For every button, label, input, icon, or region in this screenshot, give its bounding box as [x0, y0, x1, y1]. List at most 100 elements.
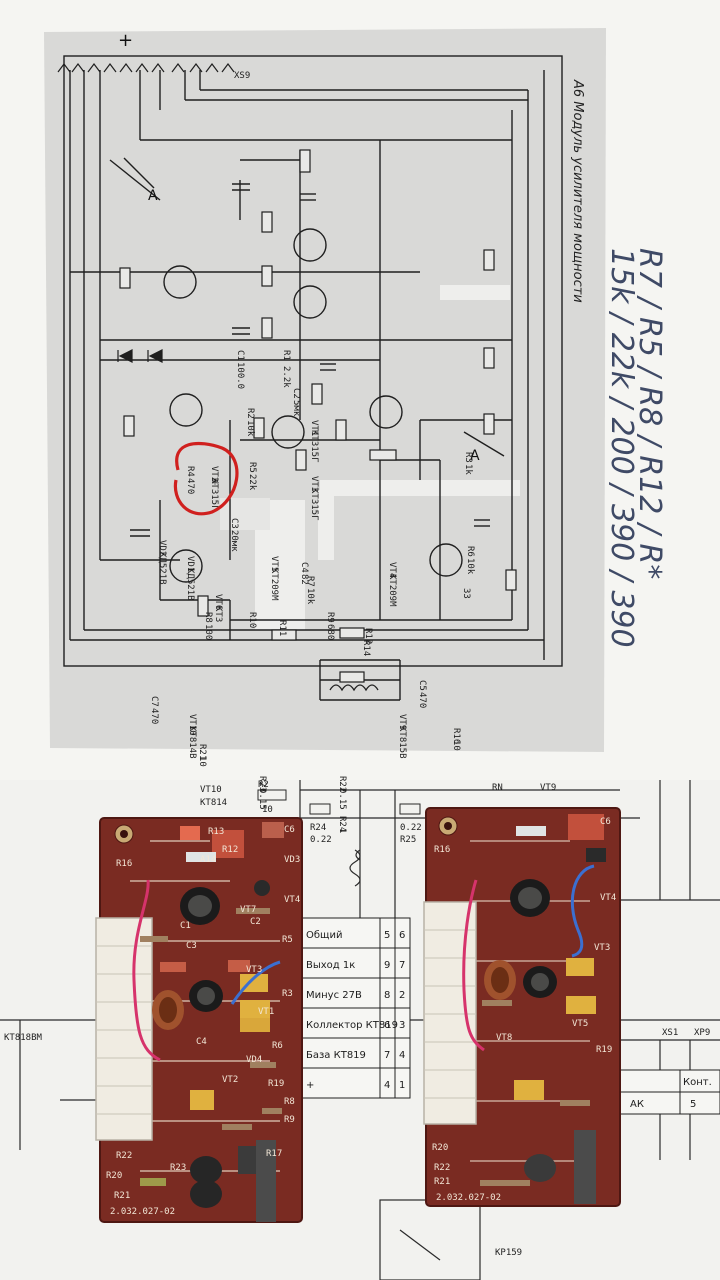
plus-sign: +: [118, 30, 133, 51]
pcb-left-ref-vt7: VT7: [240, 905, 256, 915]
label-vt4: VT4: [387, 562, 397, 578]
back-label-r25-value: 0.22: [400, 823, 422, 833]
table-row-5-pin-b: 4: [399, 1050, 405, 1061]
label-vt9-type: КТ815В: [397, 726, 407, 759]
label-c7-value: 470: [149, 708, 159, 724]
resistors: [119, 149, 517, 683]
transistor-vt10: [169, 549, 203, 583]
label-vt1: VT1: [309, 420, 319, 436]
table-row-3-label: Минус 27В: [306, 990, 362, 1001]
pcb-left-blue-wire: [230, 960, 281, 1005]
label-r8-value: 100: [203, 624, 213, 640]
pcb-left: R16 R12 A14 VD3 C6 R13 VT7 VT4 C2 R5 C1 …: [95, 817, 303, 1223]
pcb-left-ref-r16: R16: [116, 859, 132, 869]
label-r5: R5: [247, 462, 257, 473]
label-c3-value: 20мк: [229, 530, 239, 552]
table-row-3-pin-b: 2: [399, 990, 405, 1001]
pcb-right-blue-wire: [570, 864, 595, 958]
label-r9-value: 680: [325, 624, 335, 640]
label-r2-value: 10k: [245, 420, 255, 437]
label-r24: R24: [337, 816, 347, 832]
connector-value: 5: [690, 1099, 696, 1110]
label-r23-value: 0.15: [257, 788, 267, 810]
pinout-table: Общий 5 6 Выход 1к 9 7 Минус 27В 8 2 Кол…: [299, 917, 411, 1099]
label-r16-value: 10: [451, 740, 461, 751]
adjust-mark-2: A: [470, 448, 480, 464]
label-r6: R6: [465, 546, 475, 557]
label-r3-value: 1k: [463, 464, 473, 475]
label-c2-value: 5мк: [291, 400, 301, 417]
label-r13: 33: [461, 588, 471, 599]
label-r6-value: 10k: [465, 558, 475, 575]
label-c5: C5: [417, 680, 427, 691]
pcb-right-red-wire: [462, 879, 485, 1052]
back-label-rn: RN: [492, 783, 503, 793]
label-vd1: VD1: [185, 556, 195, 572]
pcb-left-ref-c3: C3: [186, 941, 197, 951]
back-label-xs1: XS1: [662, 1028, 678, 1038]
table-row-4-pin-a: 6: [384, 1020, 390, 1031]
pcb-right-connector: [423, 901, 477, 1125]
pcb-left-ref-r9: R9: [284, 1115, 295, 1125]
back-label-kt814: КТ814: [200, 798, 227, 808]
pcb-left-ref-vd4: VD4: [246, 1055, 262, 1065]
pcb-right-ref-r20: R20: [432, 1143, 448, 1153]
table-row-1-label: Общий: [306, 930, 342, 941]
transistors: [163, 228, 463, 583]
label-vt10: VT10: [187, 714, 197, 736]
pcb-left-red-wire: [132, 879, 161, 1062]
label-vt5: VT5: [269, 556, 279, 572]
pcb-left-ref-r13: R13: [208, 827, 224, 837]
note-line-parts: R7 / R5 / R8 / R12 / R*: [632, 248, 667, 579]
back-label-r2-value: 10: [262, 805, 273, 815]
label-vt1-type: КТ315Г: [309, 430, 319, 463]
transistor-vt1: [293, 228, 327, 262]
table-row-4-pin-b: 3: [399, 1020, 405, 1031]
pcb-left-part-number: 2.032.027-02: [110, 1207, 175, 1217]
pcb-left-ref-r8: R8: [284, 1097, 295, 1107]
back-label-vt9: VT9: [540, 783, 556, 793]
connector-ak: АК: [630, 1099, 644, 1110]
label-c3: C3: [229, 518, 239, 529]
pcb-right-part-number: 2.032.027-02: [436, 1193, 501, 1203]
label-vt3-type: КТ315Г: [309, 488, 319, 521]
pcb-right-ref-vt4: VT4: [600, 893, 616, 903]
pcb-right: R16 C6 VT4 VT3 VT5 VT8 R19 R20 R22 R21 2…: [423, 807, 621, 1207]
label-r9: R9: [325, 612, 335, 623]
label-vt5-type: КТ209М: [269, 568, 279, 601]
table-row-4-label: Коллектор КТ819: [306, 1020, 398, 1031]
adjust-arrow-1: [123, 157, 155, 189]
back-label-kp159: КР159: [495, 1248, 522, 1258]
pcb-right-ref-vt3: VT3: [594, 943, 610, 953]
pcb-left-ref-c2: C2: [250, 917, 261, 927]
label-vd2-type: КД521В: [157, 552, 167, 585]
pcb-right-ref-r22: R22: [434, 1163, 450, 1173]
label-r22-value: 0.15: [337, 788, 347, 810]
adjust-arrow-2: [463, 431, 505, 457]
transistor-vt3: [293, 285, 327, 319]
pcb-left-ref-r21: R21: [114, 1191, 130, 1201]
handwritten-note: R7 / R5 / R8 / R12 / R* 15k / 22k / 200 …: [604, 248, 667, 648]
pcb-left-ref-r22: R22: [116, 1151, 132, 1161]
label-r8: R8: [203, 612, 213, 623]
pcb-left-ref-r12: R12: [222, 845, 238, 855]
pcb-right-ref-r16: R16: [434, 845, 450, 855]
star-mark: *: [212, 477, 218, 491]
connector-table: Конт. 5 АК: [619, 1069, 720, 1115]
label-vd1-type: КД521В: [185, 568, 195, 601]
table-row-6-pin-a: 4: [384, 1080, 390, 1091]
pcb-left-ref-r23: R23: [170, 1163, 186, 1173]
label-r14: R14: [361, 640, 371, 656]
inductor-coil: [329, 684, 379, 692]
back-label-xp9: XP9: [694, 1028, 710, 1038]
pcb-left-ref-c6: C6: [284, 825, 295, 835]
pcb-right-ref-r21: R21: [434, 1177, 450, 1187]
transistor-vt5: [271, 415, 305, 449]
red-marker-circle: [173, 441, 239, 516]
transistor-vt4: [369, 395, 403, 429]
transistor-vt2: [163, 265, 197, 299]
table-row-1-pin-b: 6: [399, 930, 405, 941]
diodes: [117, 349, 163, 363]
label-r22: R22: [337, 776, 347, 792]
pcb-left-ref-r17: R17: [266, 1149, 282, 1159]
